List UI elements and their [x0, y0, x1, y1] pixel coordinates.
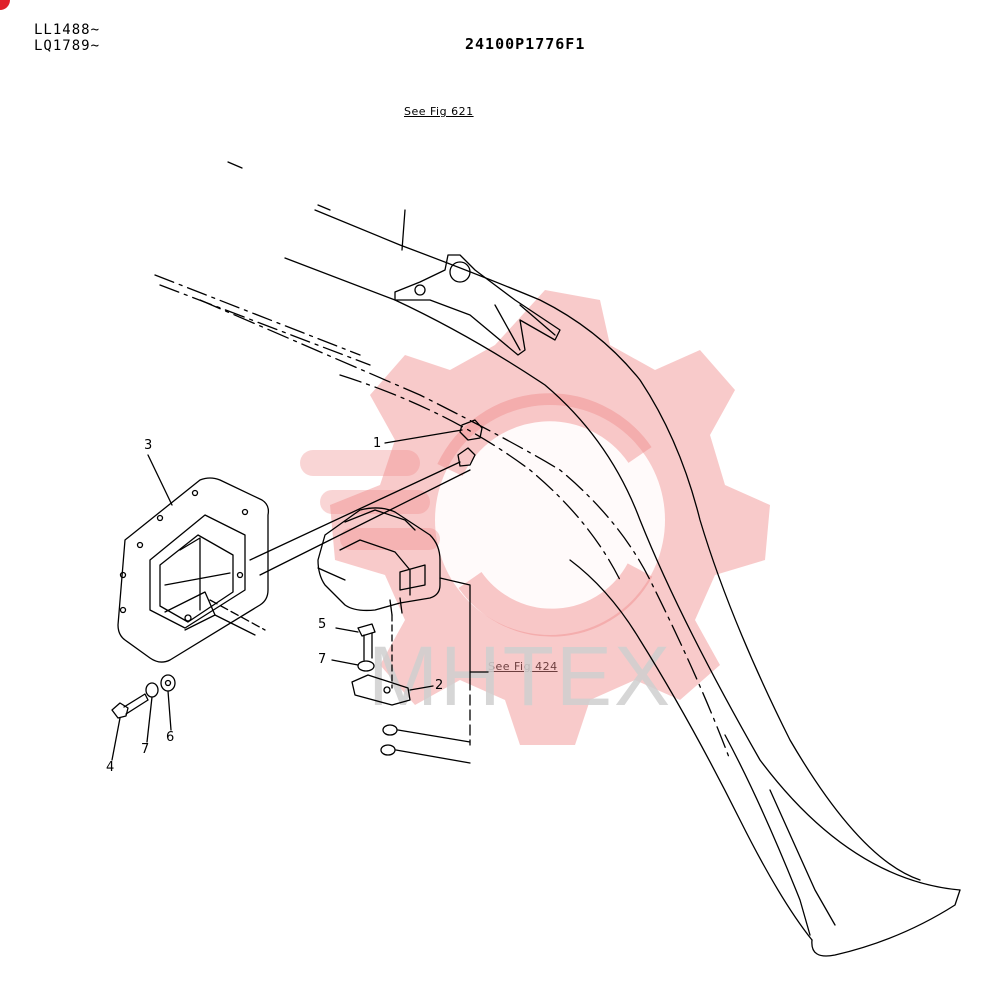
- callout-4: 4: [106, 760, 115, 775]
- callout-5: 5: [318, 617, 327, 632]
- callout-1: 1: [373, 436, 382, 451]
- callout-7-lower: 7: [141, 742, 150, 757]
- corner-badge: [0, 0, 10, 10]
- reference-fig-621: See Fig 621: [404, 105, 474, 118]
- callout-6: 6: [166, 730, 175, 745]
- reference-fig-424: See Fig 424: [488, 660, 558, 673]
- serial-range-2: LQ1789~: [34, 38, 101, 54]
- callout-2: 2: [435, 678, 444, 693]
- serial-range-1: LL1488~: [34, 22, 101, 38]
- callout-7-upper: 7: [318, 652, 327, 667]
- callout-3: 3: [144, 438, 153, 453]
- drawing-number: 24100P1776F1: [465, 35, 586, 53]
- watermark-text: MHTEX: [368, 629, 672, 723]
